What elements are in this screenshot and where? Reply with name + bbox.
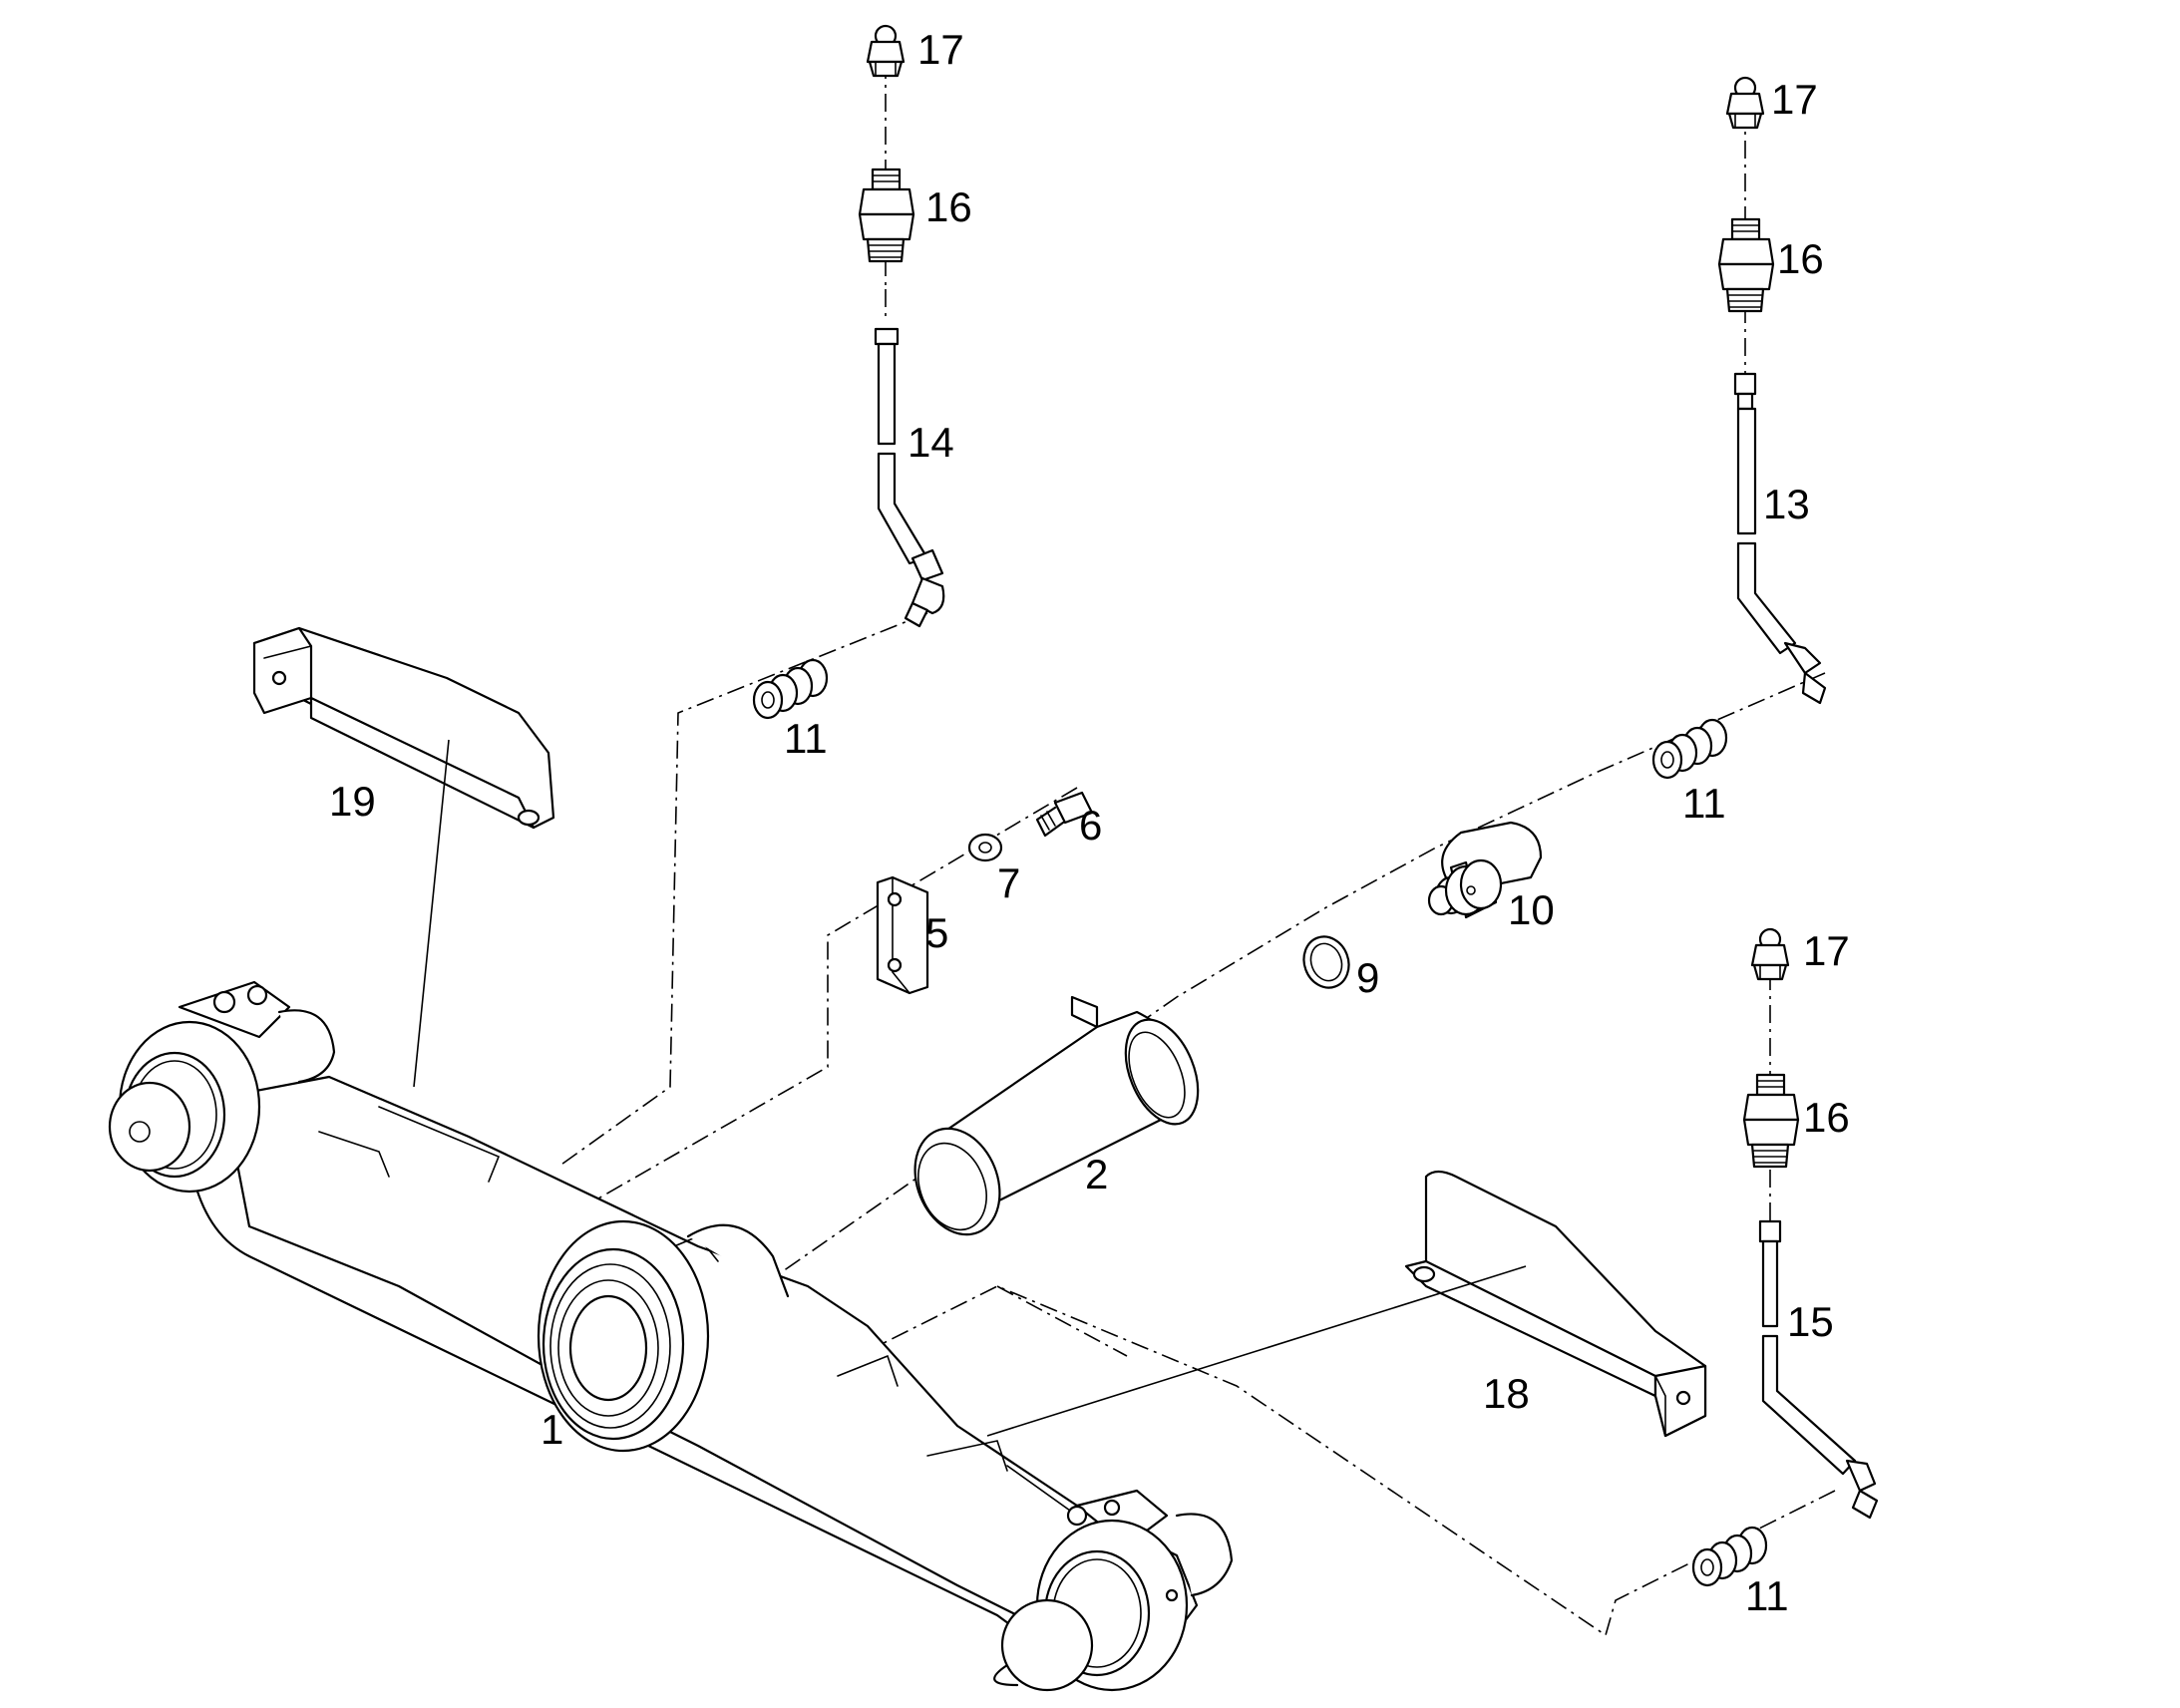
callout-11-upper-left: 11 [784, 715, 828, 762]
grease-nipple-lower-right [1750, 927, 1790, 981]
straight-fitting-lower-right [1691, 1526, 1768, 1587]
callout-11-lower-right: 11 [1745, 1572, 1789, 1619]
bolt [1035, 791, 1094, 838]
grease-nipple-top-right [1725, 76, 1765, 130]
callout-14: 14 [908, 419, 954, 466]
callout-15: 15 [1787, 1298, 1834, 1345]
straight-fitting-middle-right [1651, 718, 1728, 780]
callout-17-top-left: 17 [917, 26, 964, 73]
grease-nipple-top-left [866, 24, 906, 78]
bulkhead-coupling-lower-right [1742, 1073, 1800, 1169]
callout-18: 18 [1483, 1370, 1530, 1417]
o-ring [1302, 935, 1350, 989]
callout-2: 2 [1085, 1151, 1108, 1197]
callout-16-top-left: 16 [925, 183, 972, 230]
straight-fitting-upper-left [752, 658, 829, 720]
washer [967, 833, 1003, 862]
guard-plate-left [252, 626, 555, 830]
lube-pipe-14 [874, 327, 945, 628]
lube-pipe-13 [1733, 372, 1827, 705]
bulkhead-coupling-top-left [858, 168, 915, 263]
bulkhead-coupling-top-right [1717, 217, 1775, 313]
callout-6: 6 [1079, 802, 1102, 849]
callout-11-middle-right: 11 [1682, 780, 1726, 827]
callout-17-lower-right: 17 [1803, 927, 1850, 974]
callout-17-top-right: 17 [1771, 76, 1818, 123]
callout-13: 13 [1763, 481, 1810, 527]
lube-pipe-15 [1758, 1219, 1879, 1520]
retaining-plate [876, 875, 929, 995]
guard-plate-right [1404, 1170, 1707, 1438]
callout-9: 9 [1356, 954, 1379, 1001]
callout-16-lower-right: 16 [1803, 1094, 1850, 1141]
callout-7: 7 [997, 859, 1020, 906]
callouts: 1 2 5 6 7 9 10 11 11 11 13 14 15 16 16 1… [329, 26, 1850, 1619]
callout-16-top-right: 16 [1777, 235, 1824, 282]
callout-10: 10 [1508, 886, 1555, 933]
pin [913, 995, 1200, 1236]
axle-beam [108, 980, 1234, 1692]
callout-1: 1 [541, 1406, 563, 1453]
callout-19: 19 [329, 778, 376, 825]
leader-lines [413, 739, 1527, 1437]
callout-5: 5 [925, 909, 948, 956]
adapter-fitting [1427, 821, 1543, 919]
